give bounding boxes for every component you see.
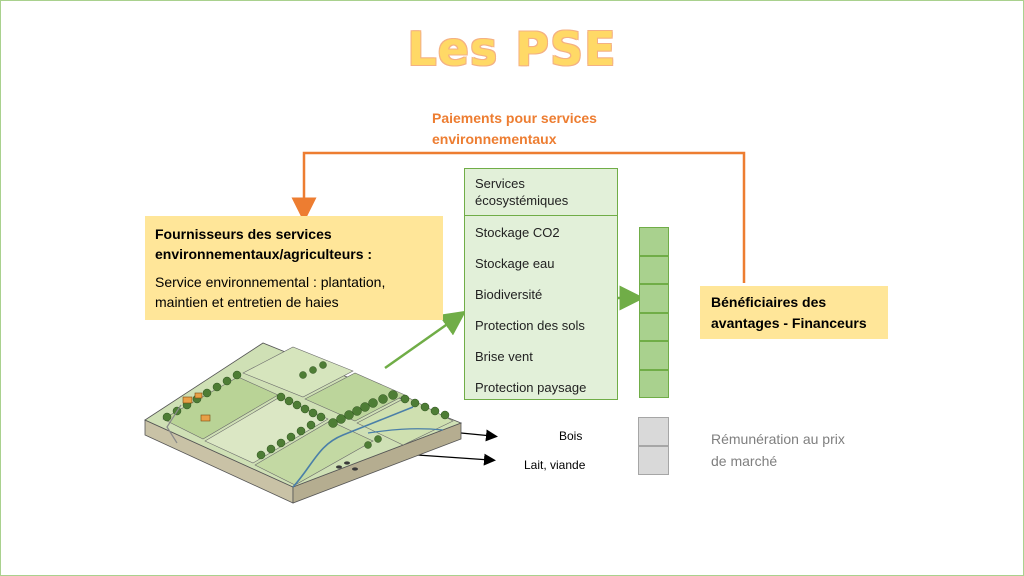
market-label-line1: Rémunération au prix bbox=[711, 431, 845, 447]
services-list: Stockage CO2 Stockage eau Biodiversité P… bbox=[464, 216, 618, 400]
market-value-block bbox=[638, 417, 669, 446]
service-item-soil: Protection des sols bbox=[475, 318, 585, 333]
service-value-block bbox=[639, 312, 669, 341]
service-value-block bbox=[639, 227, 669, 256]
service-item-water: Stockage eau bbox=[475, 256, 555, 271]
service-value-block bbox=[639, 255, 669, 284]
payments-label-line1: Paiements pour services bbox=[432, 110, 597, 126]
payments-label: Paiements pour services environnementaux bbox=[432, 108, 632, 150]
market-value-block bbox=[638, 446, 669, 475]
beneficiary-line2: avantages - Financeurs bbox=[711, 315, 867, 331]
service-item-biodiversity: Biodiversité bbox=[475, 287, 543, 302]
service-value-block bbox=[639, 369, 669, 398]
beneficiary-box: Bénéficiaires des avantages - Financeurs bbox=[700, 286, 888, 339]
service-item-co2: Stockage CO2 bbox=[475, 225, 560, 240]
farm-landscape-illustration bbox=[144, 342, 463, 504]
slide-title: Les PSE bbox=[407, 22, 617, 76]
service-value-block bbox=[639, 284, 669, 313]
provider-description: Service environnemental : plantation, ma… bbox=[155, 274, 386, 310]
service-value-stack bbox=[639, 227, 669, 398]
market-label: Rémunération au prix de marché bbox=[711, 428, 881, 472]
service-item-windbreak: Brise vent bbox=[475, 349, 533, 364]
product-wood-label: Bois bbox=[559, 429, 583, 443]
payments-label-line2: environnementaux bbox=[432, 131, 557, 147]
service-value-block bbox=[639, 341, 669, 370]
beneficiary-line1: Bénéficiaires des bbox=[711, 294, 827, 310]
market-value-stack bbox=[638, 417, 669, 475]
landscape-to-services-arrow bbox=[384, 310, 467, 370]
services-header: Services écosystémiques bbox=[464, 168, 618, 216]
service-item-landscape: Protection paysage bbox=[475, 380, 587, 395]
product-milk-meat-label: Lait, viande bbox=[524, 458, 586, 472]
payment-flow-arrow bbox=[291, 151, 746, 283]
market-label-line2: de marché bbox=[711, 453, 778, 469]
provider-heading: Fournisseurs des services environnementa… bbox=[155, 226, 373, 262]
provider-box: Fournisseurs des services environnementa… bbox=[145, 216, 443, 320]
